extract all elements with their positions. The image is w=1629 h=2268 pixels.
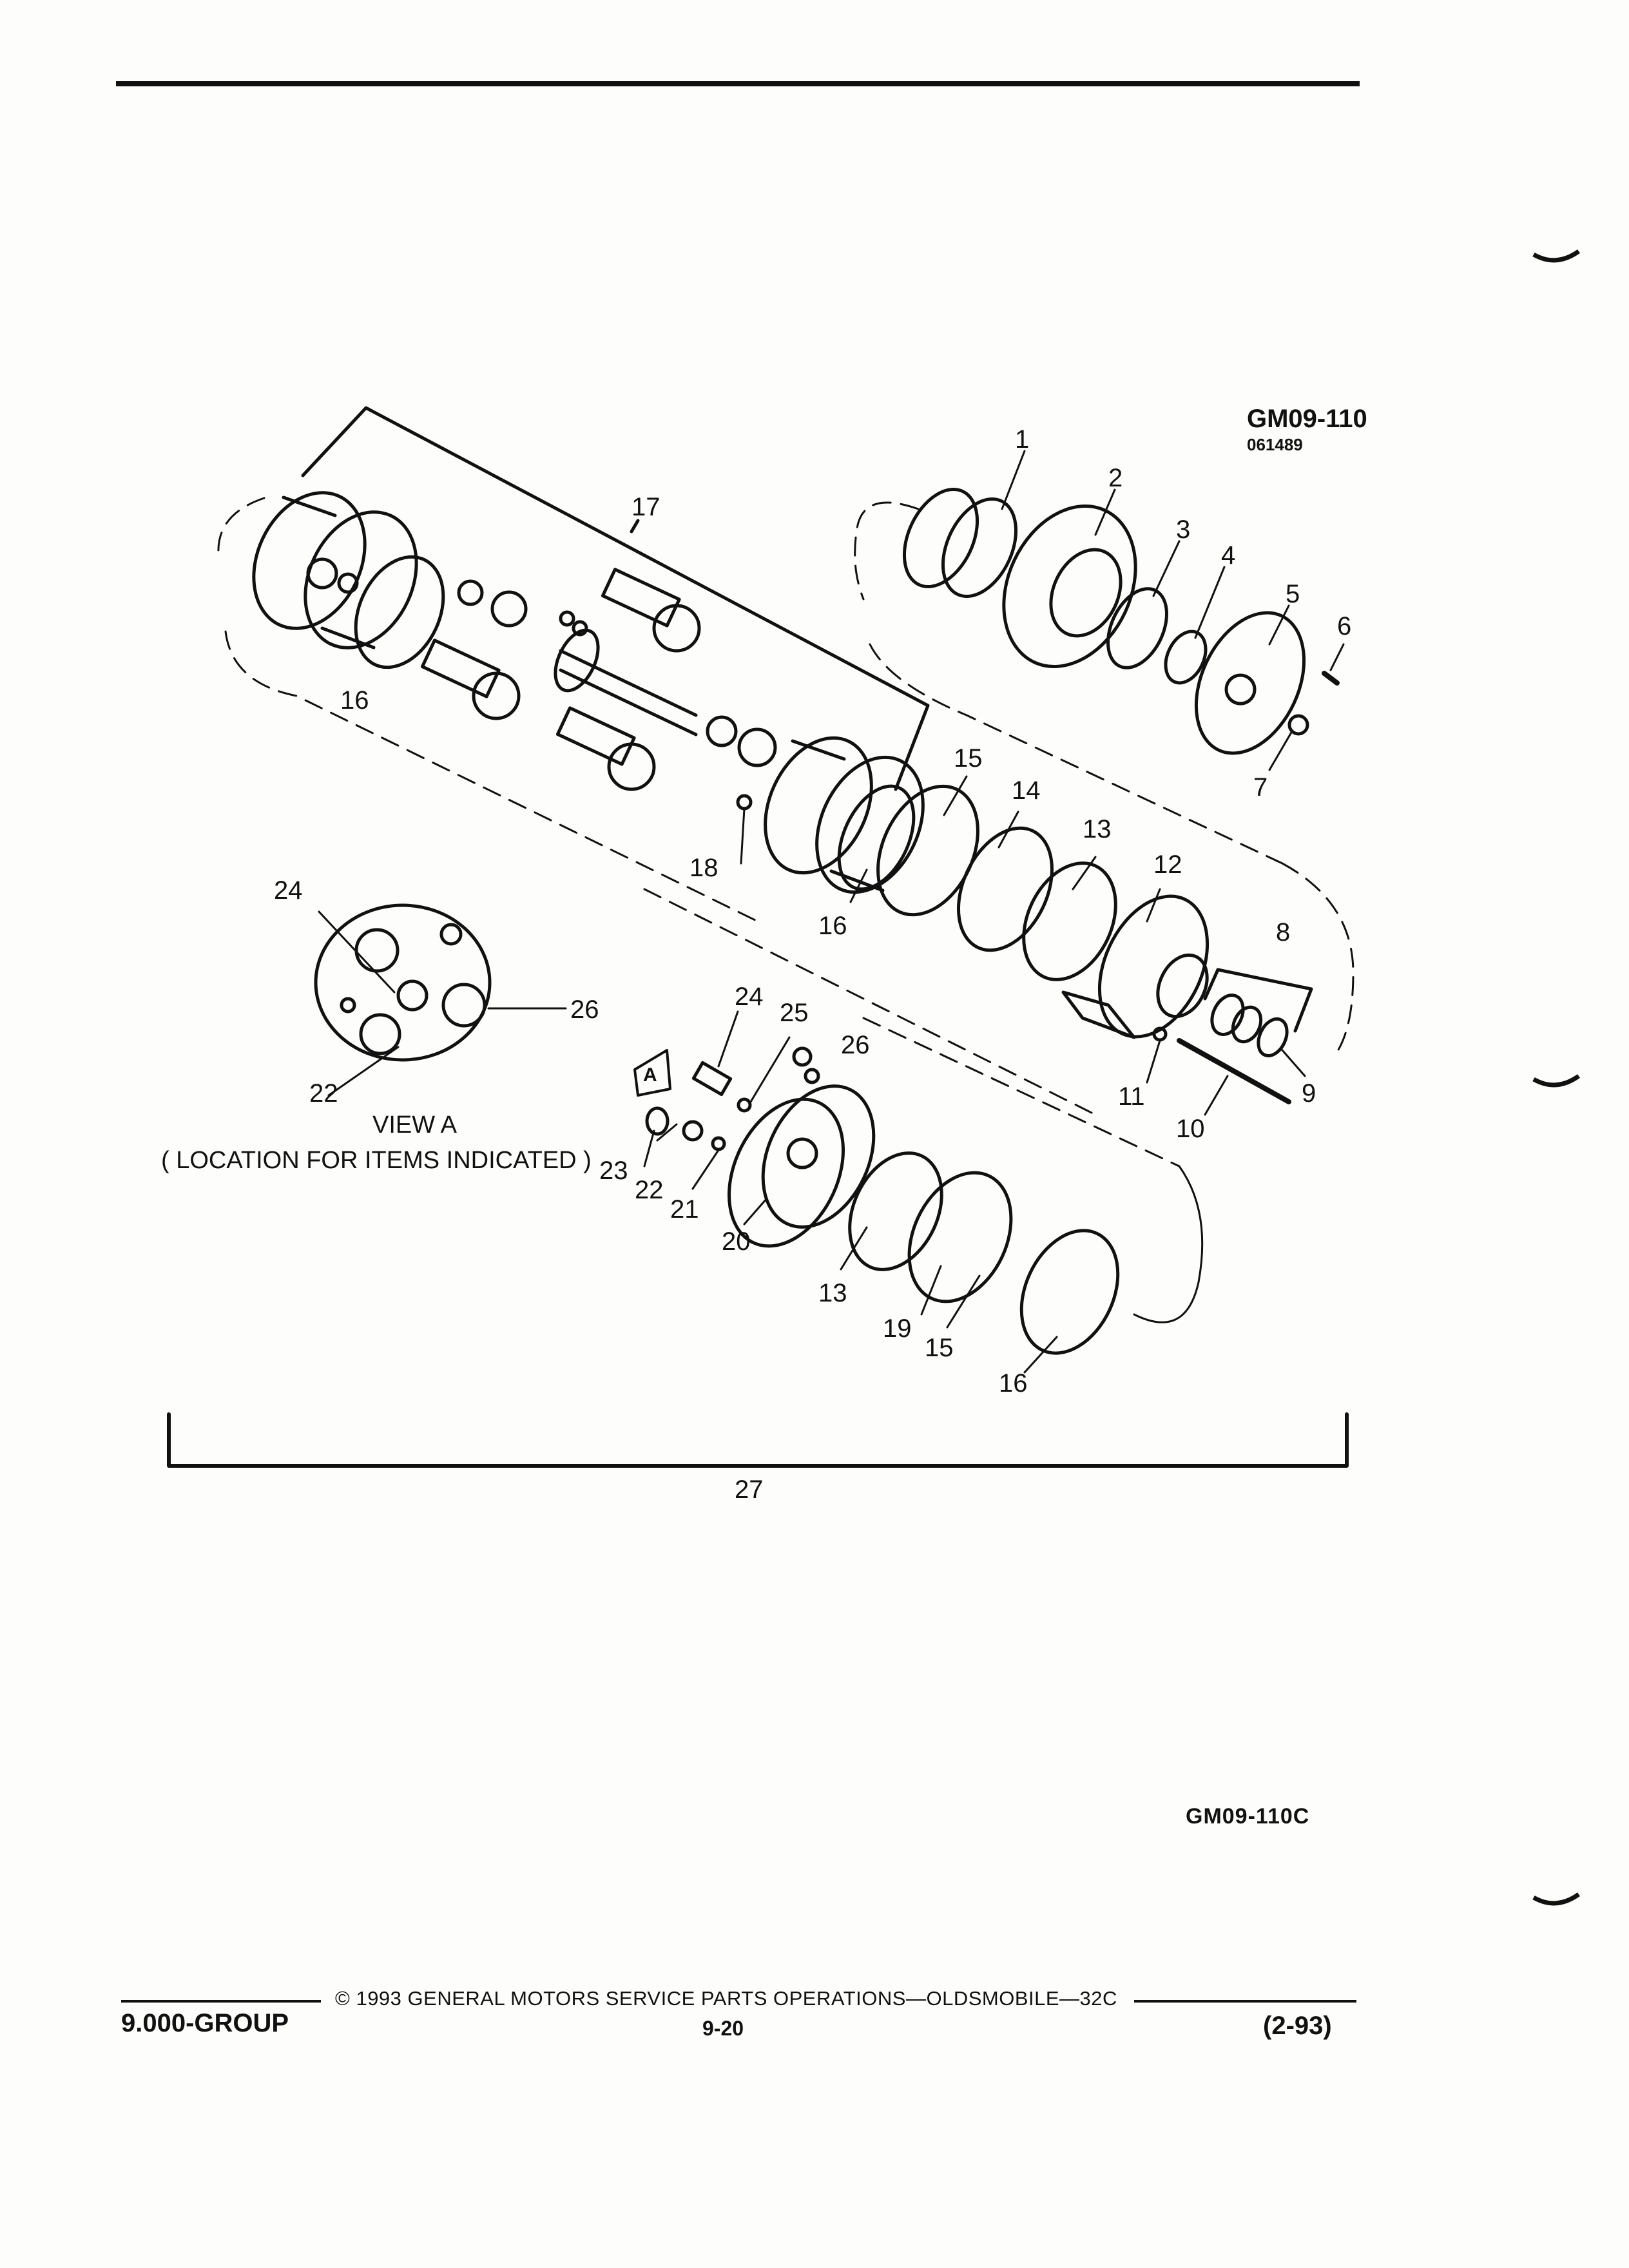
- callout-18: 18: [689, 854, 718, 882]
- bearing-3: [1106, 587, 1168, 669]
- callout-25: 25: [780, 999, 809, 1027]
- view-a-marker-letter: A: [643, 1064, 657, 1086]
- internal-shaft-assembly: [420, 568, 777, 791]
- callout-27: 27: [735, 1475, 764, 1504]
- pin-18: [736, 794, 753, 811]
- view-a-head: [314, 903, 492, 1062]
- footer-copyright: © 1993 GENERAL MOTORS SERVICE PARTS OPER…: [335, 1987, 1117, 2010]
- callout-5: 5: [1286, 580, 1300, 608]
- shim-6: [1322, 671, 1340, 686]
- bracket-27: [167, 1412, 1349, 1468]
- callout-21: 21: [670, 1195, 699, 1224]
- figure-code: GM09-110C: [1186, 1804, 1310, 1829]
- coil-1: [902, 487, 1018, 599]
- clutch-plate-5: [1194, 611, 1306, 755]
- footer-group: 9.000-GROUP: [121, 2009, 289, 2037]
- cylinder-housing-rear: [252, 491, 418, 649]
- view-a-caption: ( LOCATION FOR ITEMS INDICATED ): [161, 1147, 592, 1174]
- through-bolt-10: [1177, 1038, 1291, 1104]
- footer-date: (2-93): [1263, 2012, 1332, 2040]
- callout-24: 24: [735, 983, 764, 1011]
- view-a-leaders: [318, 910, 567, 1097]
- view-a-title: VIEW A: [372, 1111, 457, 1139]
- callout-6: 6: [1337, 612, 1351, 640]
- callout-13: 13: [1083, 815, 1112, 843]
- gasket-13-front: [1022, 861, 1117, 981]
- callout-17: 17: [631, 493, 660, 521]
- callout-24-view: 24: [274, 876, 303, 905]
- seal-kit-8: [1203, 968, 1313, 1057]
- gasket-13-rear: [848, 1151, 943, 1271]
- callout-23: 23: [599, 1157, 628, 1185]
- dashed-guide-left: [217, 497, 1181, 1168]
- callout-16-bottom: 16: [999, 1369, 1028, 1398]
- binding-mark-2: [1532, 1074, 1581, 1088]
- callout-16-rear: 16: [340, 686, 369, 715]
- o-ring-16-front: [837, 784, 916, 891]
- rear-valve-parts: [645, 1046, 820, 1151]
- rear-head-20: [728, 1084, 876, 1248]
- retainer-ring-4: [1164, 629, 1208, 685]
- callout-26: 26: [841, 1031, 870, 1059]
- callout-11: 11: [1118, 1082, 1145, 1111]
- callout-15: 15: [954, 744, 983, 773]
- figure-id: GM09-110: [1247, 405, 1367, 433]
- callout-22-view: 22: [309, 1079, 338, 1108]
- footer-rule-right: [1134, 2000, 1356, 2003]
- pulley-2: [1002, 505, 1137, 668]
- callout-22: 22: [635, 1176, 664, 1204]
- o-ring-16-bottom: [1019, 1229, 1120, 1355]
- callout-13-rear: 13: [818, 1279, 847, 1307]
- footer-page-number: 9-20: [702, 2017, 744, 2040]
- binding-mark-3: [1532, 1892, 1581, 1906]
- callout-7: 7: [1253, 773, 1268, 802]
- o-ring-16-rear: [354, 555, 445, 669]
- valve-plate-15-rear: [907, 1171, 1013, 1303]
- callout-26-view: 26: [570, 995, 599, 1024]
- callout-14: 14: [1012, 776, 1041, 805]
- top-rule: [116, 81, 1360, 86]
- callout-3: 3: [1176, 515, 1190, 544]
- front-head-12: [1061, 894, 1210, 1039]
- callout-20: 20: [722, 1227, 751, 1256]
- callout-leaders: [643, 450, 1345, 1374]
- valve-plate-15: [876, 784, 979, 917]
- callout-10: 10: [1176, 1115, 1205, 1143]
- dashed-guide-right: [854, 501, 1354, 1058]
- callout-15-rear: 15: [925, 1334, 954, 1362]
- view-a-marker: [633, 1049, 671, 1097]
- figure-sub-id: 061489: [1247, 435, 1303, 454]
- assembly-17-bracket: [301, 406, 930, 791]
- callout-12: 12: [1153, 850, 1182, 879]
- callout-8: 8: [1276, 918, 1290, 947]
- dashed-guide-bottom-curve: [1133, 1165, 1204, 1323]
- callout-4: 4: [1221, 541, 1235, 570]
- callout-9: 9: [1302, 1079, 1316, 1108]
- callout-16-front: 16: [818, 912, 847, 940]
- callout-1: 1: [1015, 425, 1029, 454]
- nut-7: [1287, 714, 1309, 736]
- callout-2: 2: [1108, 464, 1123, 492]
- callout-labels: 1 2 3 4 5 6 7 8 9 10 11 12 13 14 15 16 1…: [274, 425, 1351, 1504]
- footer-rule-left: [121, 2000, 321, 2003]
- reed-valve-14: [956, 826, 1054, 952]
- callout-19: 19: [883, 1314, 912, 1343]
- binding-mark-1: [1532, 249, 1581, 263]
